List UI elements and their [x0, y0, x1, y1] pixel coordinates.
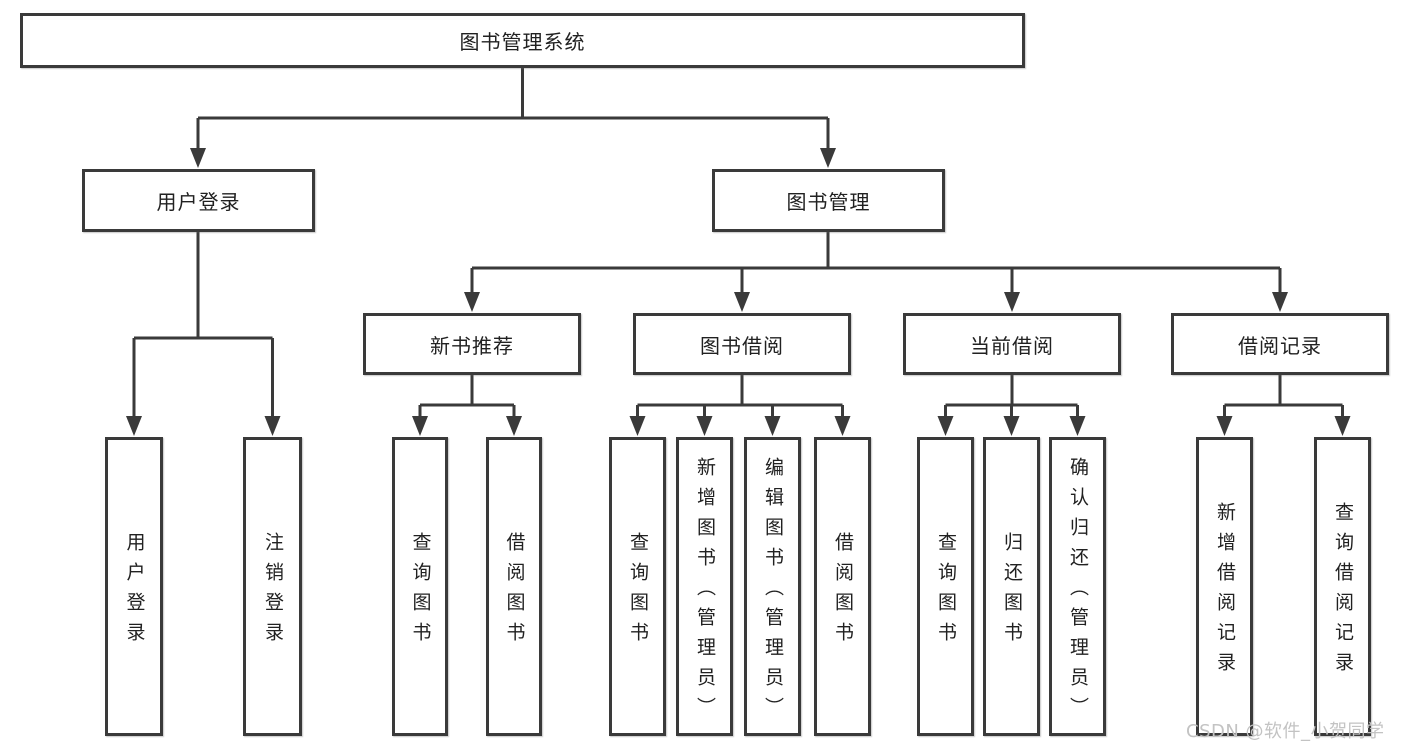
- connector-root-to-level2: [196, 68, 830, 150]
- leaf-bb-query-books: 查询图书: [609, 437, 666, 736]
- arrowhead: [734, 292, 750, 312]
- connector-book-mgmt-to-level3: [470, 232, 1282, 294]
- leaf-bb-add-books-admin-label: 新增图书（管理员）: [694, 457, 716, 727]
- node-new-book-recommend: 新书推荐: [363, 313, 581, 375]
- arrowhead: [1272, 292, 1288, 312]
- leaf-rec-borrow-books-label: 借阅图书: [503, 532, 526, 652]
- arrowhead: [506, 416, 522, 436]
- node-root: 图书管理系统: [20, 13, 1025, 68]
- leaf-bb-query-books-label: 查询图书: [627, 532, 649, 652]
- arrowhead: [1004, 292, 1020, 312]
- arrowhead: [764, 416, 781, 436]
- node-book-borrow-label: 图书借阅: [700, 333, 784, 358]
- csdn-watermark: CSDN @软件_小贺同学: [1186, 721, 1385, 742]
- arrowhead: [190, 148, 206, 168]
- node-user-login: 用户登录: [82, 169, 315, 232]
- leaf-logout-label: 注销登录: [262, 532, 284, 652]
- arrowhead: [820, 148, 836, 168]
- node-book-management: 图书管理: [712, 169, 945, 232]
- connector-user-login-to-leaves: [132, 232, 274, 418]
- leaf-bb-borrow-books: 借阅图书: [814, 437, 871, 736]
- arrowhead: [126, 416, 142, 436]
- arrowhead: [464, 292, 480, 312]
- leaf-bb-add-books-admin: 新增图书（管理员）: [676, 437, 733, 736]
- leaf-cb-confirm-return-admin-label: 确认归还（管理员）: [1067, 457, 1089, 727]
- node-current-borrow-label: 当前借阅: [970, 333, 1054, 358]
- arrowhead: [834, 416, 851, 436]
- leaf-br-add-record: 新增借阅记录: [1196, 437, 1253, 736]
- leaf-user-login-label: 用户登录: [123, 532, 146, 652]
- connector-book-borrow-to-leaves: [636, 375, 844, 418]
- arrowhead: [696, 416, 713, 436]
- leaf-rec-query-books-label: 查询图书: [409, 532, 432, 652]
- node-borrow-records-label: 借阅记录: [1238, 333, 1322, 358]
- leaf-rec-borrow-books: 借阅图书: [486, 437, 542, 736]
- leaf-cb-query-books: 查询图书: [917, 437, 974, 736]
- leaf-bb-edit-books-admin: 编辑图书（管理员）: [744, 437, 801, 736]
- arrowhead: [629, 416, 646, 436]
- arrowhead: [1334, 416, 1351, 436]
- node-book-borrow: 图书借阅: [633, 313, 851, 375]
- node-book-management-label: 图书管理: [786, 190, 871, 214]
- connector-current-borrow-to-leaves: [944, 375, 1079, 418]
- arrowhead: [264, 416, 281, 436]
- leaf-user-login: 用户登录: [105, 437, 163, 736]
- leaf-rec-query-books: 查询图书: [392, 437, 448, 736]
- leaf-br-add-record-label: 新增借阅记录: [1214, 502, 1236, 682]
- leaf-bb-borrow-books-label: 借阅图书: [832, 532, 854, 652]
- node-current-borrow: 当前借阅: [903, 313, 1121, 375]
- arrowhead: [1216, 416, 1233, 436]
- leaf-br-query-record-label: 查询借阅记录: [1332, 502, 1354, 682]
- node-root-label: 图书管理系统: [459, 30, 586, 54]
- connector-new-book-rec-to-leaves: [418, 375, 516, 418]
- leaf-cb-query-books-label: 查询图书: [935, 532, 957, 652]
- node-new-book-recommend-label: 新书推荐: [430, 333, 514, 358]
- arrowhead: [1069, 416, 1086, 436]
- arrowhead: [937, 416, 954, 436]
- leaf-cb-return-books-label: 归还图书: [1001, 532, 1023, 652]
- leaf-br-query-record: 查询借阅记录: [1314, 437, 1371, 736]
- leaf-cb-confirm-return-admin: 确认归还（管理员）: [1049, 437, 1106, 736]
- leaf-logout: 注销登录: [243, 437, 302, 736]
- arrowhead: [1003, 416, 1020, 436]
- connector-borrow-records-to-leaves: [1223, 375, 1344, 418]
- leaf-cb-return-books: 归还图书: [983, 437, 1040, 736]
- leaf-bb-edit-books-admin-label: 编辑图书（管理员）: [762, 457, 784, 727]
- arrowhead: [412, 416, 428, 436]
- node-user-login-label: 用户登录: [156, 190, 241, 214]
- node-borrow-records: 借阅记录: [1171, 313, 1389, 375]
